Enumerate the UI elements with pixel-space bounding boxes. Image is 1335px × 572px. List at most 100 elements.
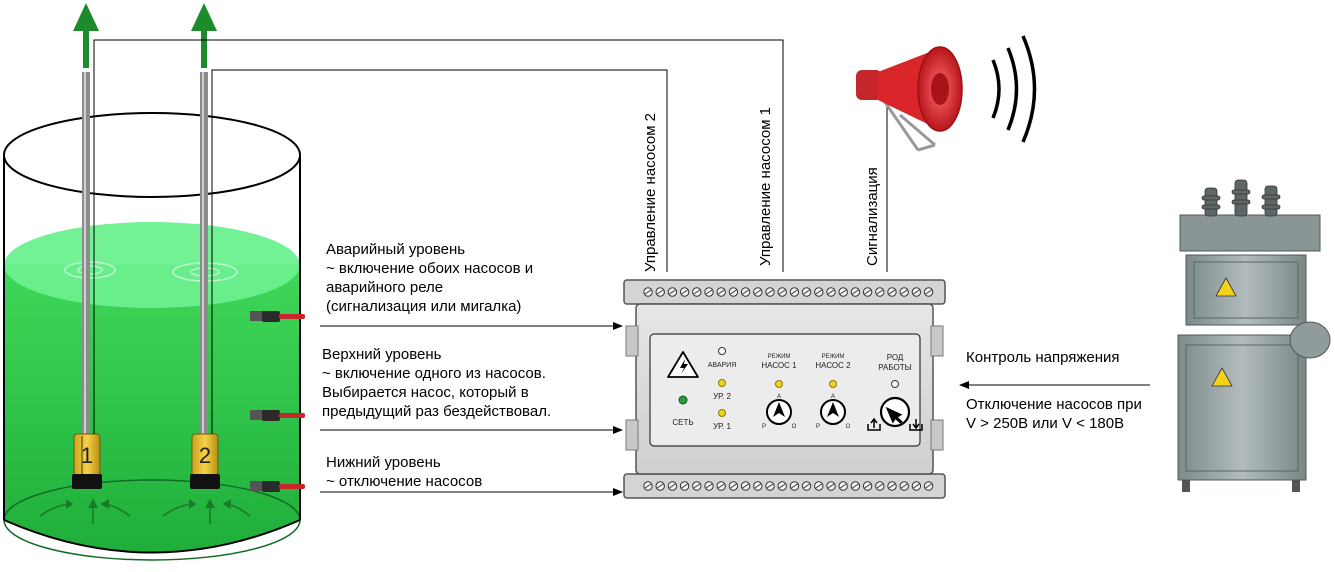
sensor-1-up-arrow xyxy=(73,3,99,68)
label-set: СЕТЬ xyxy=(672,418,693,427)
terminal-slot xyxy=(778,483,786,489)
label-mode-2: РЕЖИМ xyxy=(822,354,845,360)
terminal-slot xyxy=(815,483,823,489)
terminal-slot xyxy=(778,289,786,295)
terminal-slot xyxy=(717,483,725,489)
led-rod xyxy=(891,380,899,388)
terminal-slot xyxy=(754,289,762,295)
terminal-slot xyxy=(693,289,701,295)
label-avaria: АВАРИЯ xyxy=(708,362,737,369)
svg-text:О: О xyxy=(846,424,851,430)
wire-label-pump1: Управление насосом 1 xyxy=(757,106,774,266)
svg-text:Р: Р xyxy=(762,424,766,430)
terminal-slot xyxy=(852,483,859,489)
emergency-level-label: Аварийный уровень ~ включение обоих насо… xyxy=(326,241,534,315)
terminal-slot xyxy=(876,289,884,295)
terminal-slot xyxy=(827,289,835,295)
terminal-slot xyxy=(705,483,713,489)
terminal-row-bottom xyxy=(643,481,934,491)
terminal-slot xyxy=(791,483,798,489)
label-pump-2: НАСОС 2 xyxy=(815,361,851,370)
controller-device: АВАРИЯ УР. 2 УР. 1 СЕТЬ РЕЖИМ НАСОС 1 РЕ… xyxy=(623,279,946,499)
wire-label-pump2: Управление насосом 2 xyxy=(642,112,659,272)
led-set xyxy=(678,395,688,405)
terminal-slot xyxy=(693,483,701,489)
fill-tank-icon xyxy=(867,417,881,431)
terminal-slot xyxy=(730,289,737,295)
water-body xyxy=(4,265,300,553)
terminal-slot xyxy=(827,483,835,489)
terminal-slot xyxy=(839,483,847,489)
siren-horn-icon xyxy=(856,46,963,152)
led-pump1 xyxy=(775,380,783,388)
led-ur2 xyxy=(718,379,726,387)
svg-text:О: О xyxy=(792,424,797,430)
terminal-slot xyxy=(803,483,810,489)
terminal-slot xyxy=(864,289,871,295)
sensor-1 xyxy=(72,72,102,489)
terminal-slot xyxy=(900,483,908,489)
terminal-slot xyxy=(925,289,932,295)
wire-label-alarm: Сигнализация xyxy=(864,167,881,266)
terminal-slot xyxy=(754,483,762,489)
label-ur1: УР. 1 xyxy=(713,422,731,431)
terminal-slot xyxy=(913,483,920,489)
terminal-row-top xyxy=(643,287,934,297)
terminal-slot xyxy=(839,289,847,295)
led-avaria xyxy=(718,347,726,355)
tank xyxy=(3,112,301,561)
lower-level-label: Нижний уровень ~ отключение насосов xyxy=(326,454,483,490)
sensor-2-up-arrow xyxy=(191,3,217,68)
terminal-slot xyxy=(669,483,676,489)
label-rod: РОД xyxy=(887,353,904,362)
terminal-slot xyxy=(913,289,920,295)
terminal-slot xyxy=(656,483,664,489)
pump1-mode-dial: А Р О xyxy=(762,394,797,430)
sensor-2 xyxy=(190,72,220,489)
terminal-slot xyxy=(669,289,676,295)
terminal-slot xyxy=(766,289,774,295)
terminal-slot xyxy=(681,483,688,489)
terminal-slot xyxy=(730,483,737,489)
terminal-slot xyxy=(888,289,896,295)
terminal-slot xyxy=(766,483,774,489)
terminal-slot xyxy=(925,483,932,489)
terminal-slot xyxy=(876,483,884,489)
label-pump-1: НАСОС 1 xyxy=(761,361,797,370)
terminal-slot xyxy=(791,289,798,295)
sensor-1-number: 1 xyxy=(81,443,93,468)
voltage-control-label: Контроль напряжения xyxy=(966,349,1120,366)
terminal-slot xyxy=(717,289,725,295)
voltage-condition-label: Отключение насосов при V > 250В или V < … xyxy=(966,396,1142,432)
transformer-station xyxy=(1177,179,1331,492)
terminal-slot xyxy=(852,289,859,295)
terminal-slot xyxy=(888,483,896,489)
electrode-lower xyxy=(250,481,305,492)
label-ur2: УР. 2 xyxy=(713,392,731,401)
inflow-arrows xyxy=(39,498,251,524)
led-pump2 xyxy=(829,380,837,388)
terminal-slot xyxy=(742,289,749,295)
tank-rim xyxy=(3,112,301,198)
level-arrows xyxy=(320,322,1150,496)
terminal-slot xyxy=(900,289,908,295)
terminal-slot xyxy=(681,289,688,295)
terminal-slot xyxy=(644,289,652,295)
water-surface xyxy=(4,222,300,308)
terminal-slot xyxy=(803,289,810,295)
electrode-upper xyxy=(250,410,305,421)
terminal-slot xyxy=(742,483,749,489)
drain-tank-icon xyxy=(909,419,923,431)
label-mode-1: РЕЖИМ xyxy=(768,354,791,360)
control-wires xyxy=(93,39,888,434)
sensor-2-number: 2 xyxy=(199,443,211,468)
led-ur1 xyxy=(718,409,726,417)
terminal-slot xyxy=(864,483,871,489)
electrode-emergency xyxy=(250,311,305,322)
svg-text:А: А xyxy=(831,394,835,400)
sound-waves-icon xyxy=(991,35,1037,143)
pump2-mode-dial: А Р О xyxy=(816,394,851,430)
warning-triangle-icon xyxy=(667,351,699,378)
svg-text:А: А xyxy=(777,394,781,400)
